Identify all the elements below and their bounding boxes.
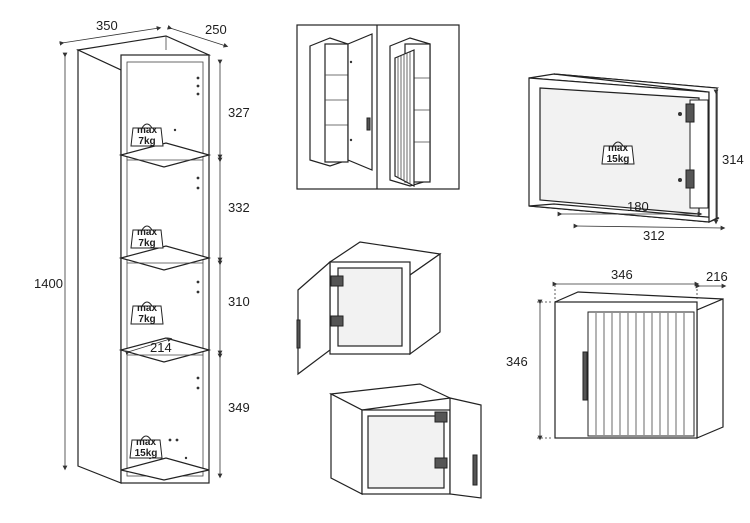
load-label-top: max [137, 125, 157, 136]
dim-door-width-label: 346 [611, 267, 633, 282]
wall-box: max 15kg 180 312 314 [528, 73, 744, 243]
dim-compartments: 327 332 310 349 [217, 59, 250, 479]
load-label-top: max [136, 437, 156, 448]
dim-compartment-1-label: 327 [228, 105, 250, 120]
load-icon-shelf-1: max 7kg [130, 123, 164, 147]
load-label-bottom: 7kg [138, 136, 155, 147]
dim-door-width: 346 [552, 267, 700, 300]
dim-height-label: 1400 [34, 276, 63, 291]
door-cabinet: 346 216 346 [506, 267, 728, 441]
dim-compartment-2-label: 332 [228, 200, 250, 215]
open-cabinet-right [328, 383, 482, 499]
dim-depth: 250 [166, 22, 229, 48]
fluted-lines [397, 52, 411, 184]
load-label-bottom: 7kg [138, 314, 155, 325]
dim-door-depth-label: 216 [706, 269, 728, 284]
load-icon-shelf-2: max 7kg [130, 225, 164, 249]
load-label-bottom: 15kg [135, 448, 158, 459]
mounting-brackets [678, 103, 695, 189]
load-label-top: max [137, 227, 157, 238]
load-label-top: max [137, 303, 157, 314]
load-icon-box: max 15kg [601, 141, 635, 165]
hinges [434, 411, 448, 469]
dim-box-height: 314 [713, 89, 744, 225]
dim-box-width-label: 312 [643, 228, 665, 243]
dim-box-width: 312 [573, 223, 726, 243]
open-cabinet-left [296, 241, 442, 376]
load-icon-shelf-3: max 7kg [130, 301, 164, 325]
dim-inner-width: 180 [557, 199, 703, 217]
load-label-bottom: 15kg [607, 154, 630, 165]
fluted-door-lines [595, 313, 685, 435]
dim-width: 350 [59, 18, 162, 46]
tall-cabinet-side [77, 49, 122, 484]
dim-height: 1400 [34, 52, 68, 471]
hinges [330, 275, 344, 327]
dim-door-depth: 216 [695, 269, 728, 289]
load-icon-bottom: max 15kg [129, 435, 163, 459]
dim-door-height-label: 346 [506, 354, 528, 369]
cabinet-views-frame [296, 24, 460, 190]
dim-compartment-3-label: 310 [228, 294, 250, 309]
dim-compartment-4-label: 349 [228, 400, 250, 415]
dim-width-label: 350 [96, 18, 118, 33]
dim-depth-label: 250 [205, 22, 227, 37]
tall-cabinet: max 7kg max 7kg max 7kg max 15kg 350 250 [34, 18, 250, 484]
dim-shelf-depth-label: 214 [150, 340, 172, 355]
dim-door-height: 346 [506, 299, 553, 441]
dim-shelf-depth: 214 [124, 337, 173, 356]
dim-box-height-label: 314 [722, 152, 744, 167]
door-handle [582, 351, 588, 401]
dim-inner-width-label: 180 [627, 199, 649, 214]
open-door-view [309, 33, 373, 171]
fluted-door-view [389, 37, 431, 187]
load-label-top: max [608, 143, 628, 154]
load-label-bottom: 7kg [138, 238, 155, 249]
